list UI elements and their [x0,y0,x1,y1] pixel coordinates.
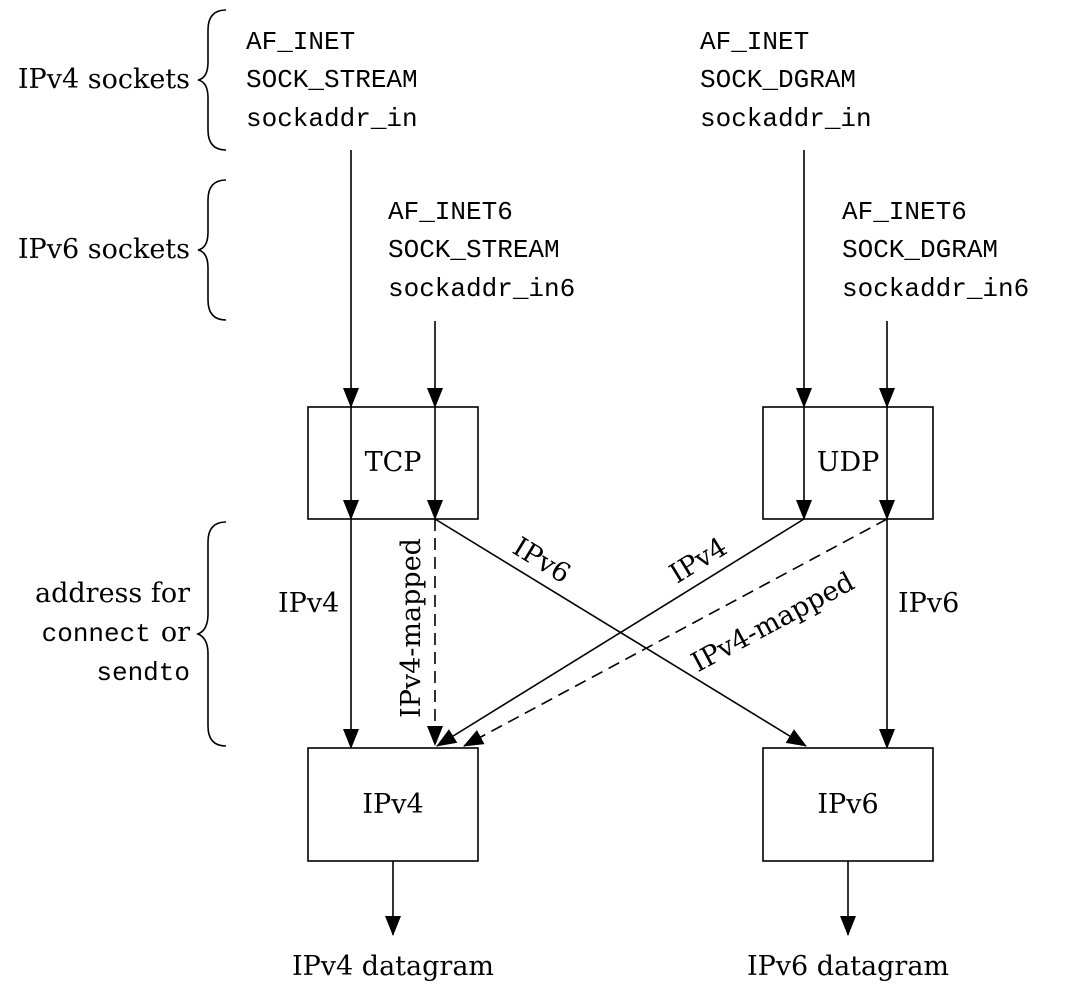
spec-line: sockaddr_in [246,104,418,134]
label-ipv6-sockets: IPv6 sockets [18,234,190,265]
spec-line: SOCK_STREAM [388,235,560,265]
spec-line: SOCK_STREAM [246,65,418,95]
spec-line: SOCK_DGRAM [842,235,998,265]
udp-box-label: UDP [817,447,880,478]
tcp-box [307,406,479,520]
ipv4-box [307,747,479,862]
edge-label-tcp-ipv4: IPv4 [278,588,339,619]
ipv6-datagram-label: IPv6 datagram [747,951,949,982]
spec-line: AF_INET [246,27,355,57]
spec-line: AF_INET [700,27,809,57]
arrow-udp-ipv4-to-ipv4-box [436,518,805,747]
label-sendto: sendto [96,658,190,688]
brace-address [195,521,227,747]
arrow-udp-ipv4-mapped [463,518,888,747]
spec-line: SOCK_DGRAM [700,65,856,95]
socket-spec-udp-v6: AF_INET6 SOCK_DGRAM sockaddr_in6 [842,197,1029,304]
edge-label-tcp-ipv4-mapped: IPv4-mapped [396,538,427,718]
ipv4-box-label: IPv4 [362,789,423,820]
udp-box [762,406,934,520]
edge-label-udp-ipv4-mapped: IPv4-mapped [686,566,859,678]
brace-ipv4-sockets [197,9,227,151]
spec-line: AF_INET6 [388,197,513,227]
edge-label-udp-ipv4: IPv4 [664,532,732,590]
spec-line: sockaddr_in6 [842,274,1029,304]
spec-line: sockaddr_in6 [388,274,575,304]
socket-spec-udp-v4: AF_INET SOCK_DGRAM sockaddr_in [700,27,872,134]
ipv4-datagram-label: IPv4 datagram [292,951,494,982]
label-address-line2: connect or [42,617,190,649]
socket-spec-tcp-v4: AF_INET SOCK_STREAM sockaddr_in [246,27,418,134]
label-ipv4-sockets: IPv4 sockets [18,64,190,95]
edge-label-udp-ipv6: IPv6 [898,588,959,619]
ipv6-box [762,747,934,862]
label-address-line1: address for [35,578,190,609]
spec-line: AF_INET6 [842,197,967,227]
ipv6-box-label: IPv6 [817,789,878,820]
edge-label-tcp-ipv6: IPv6 [507,532,575,590]
tcp-box-label: TCP [365,447,422,478]
spec-line: sockaddr_in [700,104,872,134]
brace-ipv6-sockets [197,179,227,321]
label-or: or [161,617,190,648]
label-connect: connect [42,619,151,649]
socket-spec-tcp-v6: AF_INET6 SOCK_STREAM sockaddr_in6 [388,197,575,304]
